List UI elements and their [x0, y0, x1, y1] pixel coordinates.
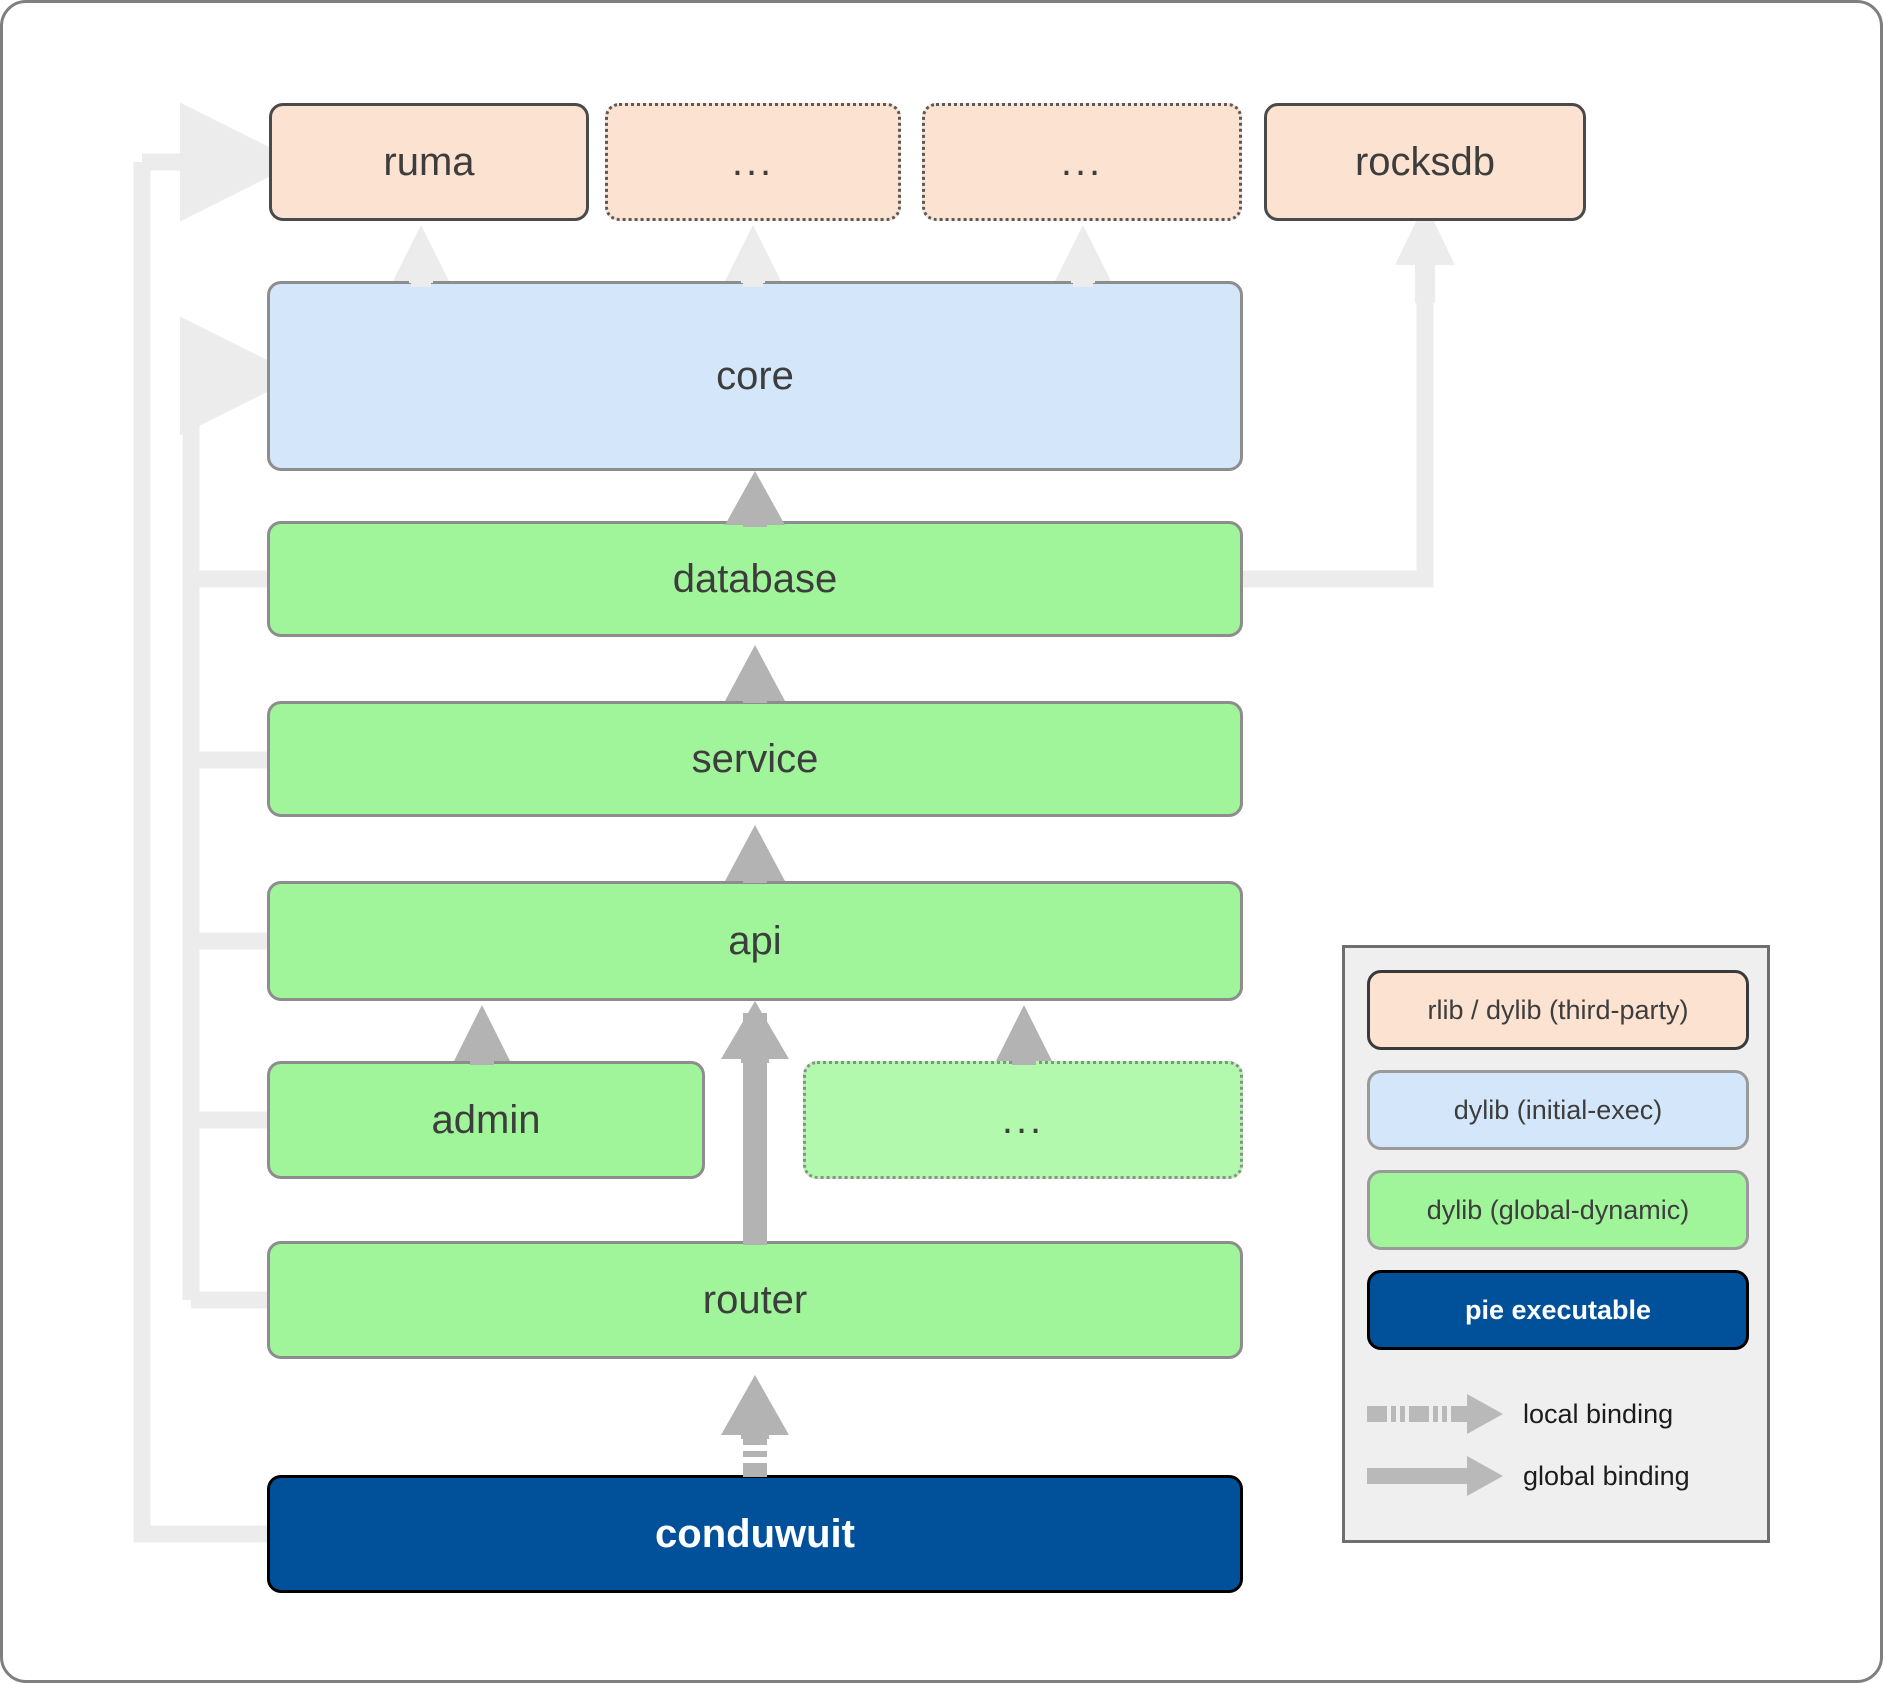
node-router-label: router — [702, 1277, 808, 1322]
node-database-label: database — [672, 556, 838, 601]
legend-row-local-binding: local binding — [1367, 1386, 1751, 1442]
node-placeholder-mid-label: ... — [1001, 1098, 1045, 1142]
legend-label-global-dynamic: dylib (global-dynamic) — [1426, 1194, 1690, 1225]
legend-swatch-global-dynamic: dylib (global-dynamic) — [1367, 1170, 1749, 1250]
node-placeholder-mid[interactable]: ... — [803, 1061, 1243, 1179]
node-rocksdb-label: rocksdb — [1354, 139, 1496, 184]
node-ruma[interactable]: ruma — [269, 103, 589, 221]
node-core[interactable]: core — [267, 281, 1243, 471]
legend-swatch-pie-executable: pie executable — [1367, 1270, 1749, 1350]
node-conduwuit[interactable]: conduwuit — [267, 1475, 1243, 1593]
edge-conduwuit-to-ruma — [133, 102, 299, 1543]
edge-database-to-rocksdb — [1243, 253, 1434, 588]
node-api-label: api — [728, 918, 782, 963]
node-service[interactable]: service — [267, 701, 1243, 817]
node-placeholder-top-2[interactable]: ... — [922, 103, 1242, 221]
local-binding-wires — [133, 102, 1455, 1543]
node-ruma-label: ruma — [383, 139, 475, 184]
node-placeholder-top-1-label: ... — [731, 140, 775, 184]
node-database[interactable]: database — [267, 521, 1243, 637]
legend-label-pie-executable: pie executable — [1464, 1294, 1652, 1325]
global-binding-arrow-icon — [1367, 1456, 1503, 1496]
local-binding-arrow-icon — [1367, 1394, 1503, 1434]
legend-label-local-binding: local binding — [1523, 1398, 1674, 1429]
legend-panel: rlib / dylib (third-party) dylib (initia… — [1342, 945, 1770, 1543]
legend-row-global-binding: global binding — [1367, 1448, 1751, 1504]
legend-label-third-party: rlib / dylib (third-party) — [1427, 994, 1689, 1025]
node-rocksdb[interactable]: rocksdb — [1264, 103, 1586, 221]
legend-swatch-third-party: rlib / dylib (third-party) — [1367, 970, 1749, 1050]
edge-stack-to-core — [180, 316, 299, 1309]
node-placeholder-top-1[interactable]: ... — [605, 103, 901, 221]
node-admin-label: admin — [431, 1097, 541, 1142]
legend-label-global-binding: global binding — [1523, 1460, 1690, 1491]
node-admin[interactable]: admin — [267, 1061, 705, 1179]
node-api[interactable]: api — [267, 881, 1243, 1001]
node-placeholder-top-2-label: ... — [1060, 140, 1104, 184]
legend-label-initial-exec: dylib (initial-exec) — [1453, 1094, 1663, 1125]
edge-database-to-rocksdb-head — [1395, 203, 1455, 303]
node-service-label: service — [691, 736, 819, 781]
node-conduwuit-label: conduwuit — [655, 1511, 855, 1556]
node-core-label: core — [716, 353, 794, 398]
node-router[interactable]: router — [267, 1241, 1243, 1359]
legend-swatch-initial-exec: dylib (initial-exec) — [1367, 1070, 1749, 1150]
